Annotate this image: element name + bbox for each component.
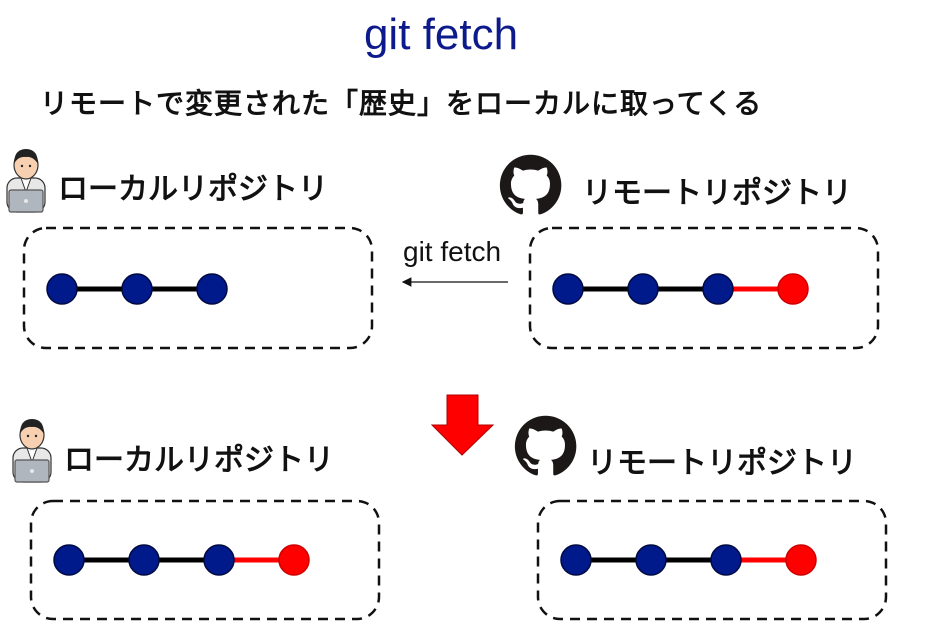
after-local-label: ローカルリポジトリ xyxy=(64,443,334,478)
commit-node xyxy=(46,273,78,305)
commit-node xyxy=(552,273,584,305)
github-octocat-icon xyxy=(499,154,562,215)
after-remote-commit-chain xyxy=(560,544,817,576)
new-commit-node xyxy=(278,544,310,576)
fetch-arrow-label: git fetch xyxy=(403,236,502,267)
commit-node xyxy=(560,544,592,576)
github-octocat-icon xyxy=(514,415,577,476)
person-with-laptop-icon xyxy=(12,419,52,483)
new-commit-node xyxy=(777,273,809,305)
after-local-repo-box xyxy=(29,499,381,621)
person-with-laptop-icon xyxy=(6,149,46,213)
after-remote-repo-box xyxy=(536,499,888,621)
before-local-commit-chain xyxy=(46,273,228,305)
commit-node xyxy=(627,273,659,305)
commit-node xyxy=(53,544,85,576)
after-local-commit-chain xyxy=(53,544,310,576)
page-title: git fetch xyxy=(363,10,519,59)
before-remote-label: リモートリポジトリ xyxy=(582,176,852,211)
before-local-label: ローカルリポジトリ xyxy=(58,172,328,207)
commit-node xyxy=(635,544,667,576)
after-remote-label: リモートリポジトリ xyxy=(587,446,857,481)
before-local-repo-box xyxy=(22,226,374,350)
commit-node xyxy=(128,544,160,576)
commit-node xyxy=(702,273,734,305)
page-subtitle: リモートで変更された「歴史」をローカルに取ってくる xyxy=(40,87,763,120)
commit-node xyxy=(203,544,235,576)
down-arrow-icon xyxy=(430,394,495,456)
new-commit-node xyxy=(785,544,817,576)
commit-node xyxy=(710,544,742,576)
commit-node xyxy=(121,273,153,305)
before-remote-commit-chain xyxy=(552,273,809,305)
before-remote-repo-box xyxy=(528,226,880,350)
commit-node xyxy=(196,273,228,305)
